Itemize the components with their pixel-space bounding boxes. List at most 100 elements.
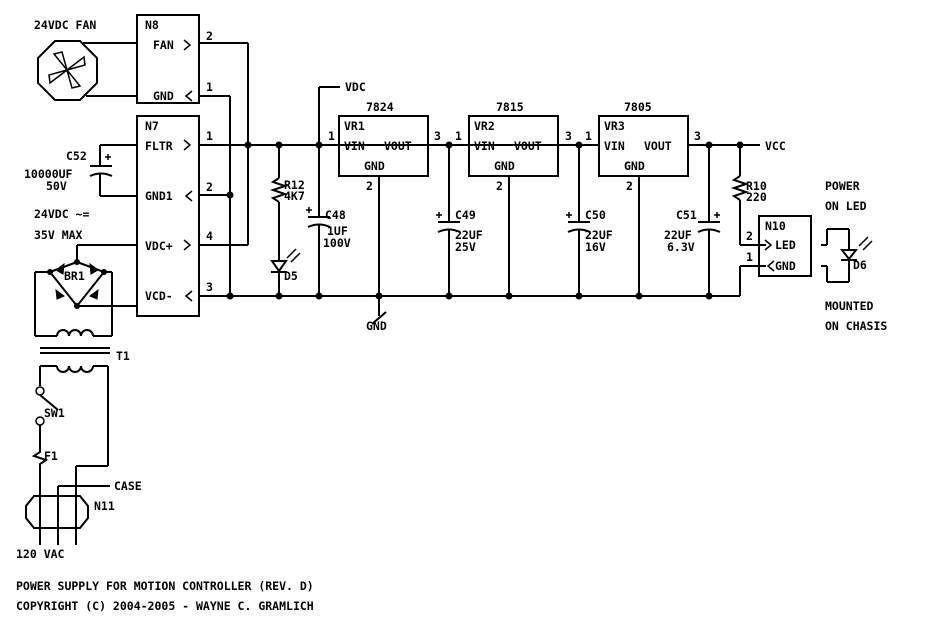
d5-ref: D5 bbox=[284, 269, 298, 283]
n8-pin-gnd-num: 1 bbox=[206, 80, 213, 94]
vdc-label: VDC bbox=[345, 80, 366, 94]
vr3-gnd: GND bbox=[624, 159, 645, 173]
t1-ref: T1 bbox=[116, 349, 130, 363]
junction-dots bbox=[226, 141, 744, 300]
vr3-pin2: 2 bbox=[626, 179, 633, 193]
vr1-vout: VOUT bbox=[384, 139, 412, 153]
br1-bridge-rectifier bbox=[34, 244, 137, 336]
c49-voltage: 25V bbox=[455, 240, 476, 254]
t1-transformer bbox=[35, 329, 112, 466]
n8-ref: N8 bbox=[145, 18, 159, 32]
vr1-pin1: 1 bbox=[328, 129, 335, 143]
n10-pin-gnd-num: 1 bbox=[746, 250, 753, 264]
n10-gnd-wire bbox=[739, 265, 766, 296]
vr3-ref: VR3 bbox=[604, 119, 625, 133]
c50-ref: C50 bbox=[585, 208, 606, 222]
power-led-label-line2: ON LED bbox=[825, 199, 867, 213]
vr2-pin2: 2 bbox=[496, 179, 503, 193]
r10-resistor bbox=[730, 145, 766, 246]
vr2-gnd: GND bbox=[494, 159, 515, 173]
n7-ref: N7 bbox=[145, 119, 159, 133]
supply-label-line1: 24VDC ~= bbox=[34, 207, 89, 221]
c52-capacitor bbox=[89, 144, 137, 197]
vr3-part: 7805 bbox=[624, 100, 652, 114]
vr2-ref: VR2 bbox=[474, 119, 495, 133]
vr2-regulator bbox=[468, 115, 559, 177]
c51-capacitor bbox=[697, 145, 721, 296]
d5-led bbox=[270, 248, 301, 296]
c48-value: 1UF bbox=[327, 224, 348, 238]
f1-fuse bbox=[31, 446, 49, 496]
fan-symbol bbox=[37, 40, 136, 101]
vr3-vin: VIN bbox=[604, 139, 625, 153]
br1-ref: BR1 bbox=[64, 269, 85, 283]
n7-pin-fltr-name: FLTR bbox=[145, 139, 173, 153]
f1-ref: F1 bbox=[44, 449, 58, 463]
mounted-label-line1: MOUNTED bbox=[825, 299, 874, 313]
supply-label-line2: 35V MAX bbox=[34, 228, 83, 242]
n10-pin-led-num: 2 bbox=[746, 229, 753, 243]
vr1-regulator bbox=[338, 115, 429, 177]
c50-voltage: 16V bbox=[585, 240, 606, 254]
c49-ref: C49 bbox=[455, 208, 476, 222]
n7-pin-vdcplus-num: 4 bbox=[206, 229, 213, 243]
n7-pin-vcdminus-num: 3 bbox=[206, 280, 213, 294]
n8-pin-fan-name: FAN bbox=[153, 38, 174, 52]
c48-voltage: 100V bbox=[323, 236, 351, 250]
n7-connector bbox=[136, 115, 200, 317]
vr2-pin3: 3 bbox=[565, 129, 572, 143]
n8-pin-gnd-name: GND bbox=[153, 89, 174, 103]
n7-pin-gnd1-name: GND1 bbox=[145, 189, 173, 203]
power-led-label-line1: POWER bbox=[825, 179, 860, 193]
c49-capacitor bbox=[436, 145, 461, 296]
vr2-part: 7815 bbox=[496, 100, 524, 114]
schematic-copyright: COPYRIGHT (C) 2004-2005 - WAYNE C. GRAML… bbox=[16, 599, 314, 613]
case-label: CASE bbox=[114, 479, 142, 493]
n8-connector bbox=[136, 14, 200, 104]
r12-value: 4K7 bbox=[284, 189, 305, 203]
n7-pin-vcdminus-name: VCD- bbox=[145, 289, 173, 303]
vcc-label: VCC bbox=[765, 139, 786, 153]
n11-ref: N11 bbox=[94, 499, 115, 513]
gnd-slash bbox=[371, 311, 387, 325]
vr2-vin: VIN bbox=[474, 139, 495, 153]
gnd-label: GND bbox=[366, 319, 387, 333]
n7-pin-gnd1-num: 2 bbox=[206, 180, 213, 194]
d6-ref: D6 bbox=[853, 258, 867, 272]
vr1-ref: VR1 bbox=[344, 119, 365, 133]
vr2-pin1: 1 bbox=[455, 129, 462, 143]
n8-pin-fan-num: 2 bbox=[206, 29, 213, 43]
d6-led bbox=[821, 228, 873, 283]
fan-label: 24VDC FAN bbox=[34, 18, 96, 32]
r12-resistor bbox=[269, 145, 289, 260]
n7-pin-vdcplus-name: VDC+ bbox=[145, 239, 173, 253]
vr3-vout: VOUT bbox=[644, 139, 672, 153]
c50-capacitor bbox=[566, 145, 591, 296]
c48-capacitor bbox=[306, 145, 331, 296]
vr1-pin3: 3 bbox=[434, 129, 441, 143]
c52-value: 10000UF bbox=[24, 167, 73, 181]
c52-ref: C52 bbox=[66, 149, 87, 163]
r10-value: 220 bbox=[746, 190, 767, 204]
vr1-part: 7824 bbox=[366, 100, 394, 114]
mains-label: 120 VAC bbox=[16, 547, 65, 561]
r10-ref: R10 bbox=[746, 179, 767, 193]
n10-connector bbox=[758, 215, 812, 277]
n10-ref: N10 bbox=[765, 219, 786, 233]
vr3-pin3: 3 bbox=[694, 129, 701, 143]
vr1-vin: VIN bbox=[344, 139, 365, 153]
schematic-title: POWER SUPPLY FOR MOTION CONTROLLER (REV.… bbox=[16, 579, 314, 593]
r12-ref: R12 bbox=[284, 178, 305, 192]
c52-voltage: 50V bbox=[46, 179, 67, 193]
sw1-switch bbox=[35, 386, 59, 446]
c50-value: 22UF bbox=[585, 228, 613, 242]
n10-pin-led-name: LED bbox=[775, 238, 796, 252]
vr2-vout: VOUT bbox=[514, 139, 542, 153]
c51-value: 22UF bbox=[664, 228, 692, 242]
vr3-pin1: 1 bbox=[585, 129, 592, 143]
c51-ref: C51 bbox=[676, 208, 697, 222]
vr1-gnd: GND bbox=[364, 159, 385, 173]
vr1-pin2: 2 bbox=[366, 179, 373, 193]
n11-mains-plug bbox=[25, 465, 110, 545]
c49-value: 22UF bbox=[455, 228, 483, 242]
